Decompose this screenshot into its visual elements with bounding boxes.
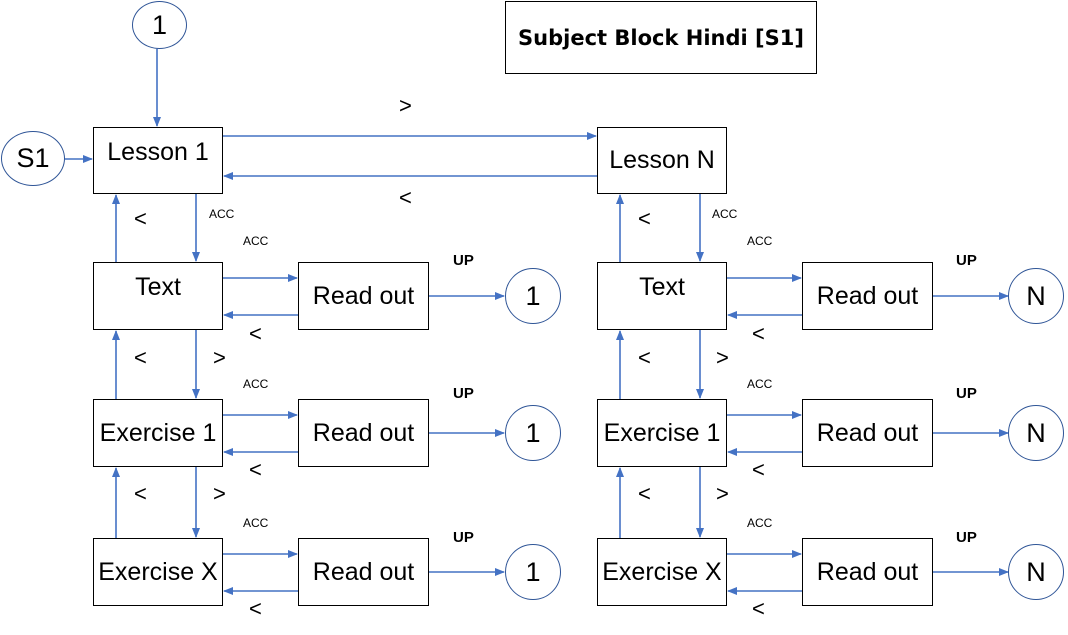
col1-exercise1-acc-label: ACC <box>243 377 269 391</box>
col1-exercise1-next-label: > <box>213 481 226 506</box>
col2-exercisex-box: Exercise X <box>597 538 727 606</box>
col2-text-up-label: UP <box>956 252 977 269</box>
col1-text-prev-label: < <box>134 345 147 370</box>
col2-exercise1-back-label: < <box>752 457 765 482</box>
lesson-prev-label: < <box>399 185 412 210</box>
col1-exercisex-readout-box: Read out <box>298 538 429 606</box>
col1-exercisex-box: Exercise X <box>93 538 223 606</box>
col1-text-connector: 1 <box>505 268 561 324</box>
col1-exercise1-up-label: UP <box>453 385 474 402</box>
col2-exercisex-back-label: < <box>752 596 765 621</box>
col1-exercise1-box: Exercise 1 <box>93 399 223 467</box>
col1-exercisex-up-label: UP <box>453 529 474 546</box>
col1-text-acc-label: ACC <box>243 234 269 248</box>
col1-exercise1-connector: 1 <box>505 405 561 461</box>
col2-text-next-label: > <box>716 345 729 370</box>
lesson-1-back-label: < <box>134 206 147 231</box>
col2-exercise1-acc-label: ACC <box>747 377 773 391</box>
diagram-title: Subject Block Hindi [S1] <box>505 1 817 74</box>
col2-exercisex-acc-label: ACC <box>747 516 773 530</box>
col1-exercisex-acc-label: ACC <box>243 516 269 530</box>
col2-exercise1-up-label: UP <box>956 385 977 402</box>
col2-exercisex-readout-box: Read out <box>802 538 933 606</box>
col2-exercise1-prev-label: < <box>638 481 651 506</box>
col2-text-readout-box: Read out <box>802 262 933 330</box>
col1-text-up-label: UP <box>453 252 474 269</box>
lesson-next-label: > <box>399 93 412 118</box>
col1-exercise1-prev-label: < <box>134 481 147 506</box>
col2-text-box: Text <box>597 262 727 330</box>
col2-exercisex-connector: N <box>1008 544 1064 600</box>
col1-exercisex-connector: 1 <box>505 544 561 600</box>
top-connector-circle: 1 <box>132 1 187 49</box>
col2-exercisex-up-label: UP <box>956 529 977 546</box>
col1-text-back-label: < <box>249 321 262 346</box>
entry-node-s1: S1 <box>1 131 65 186</box>
col2-exercise1-connector: N <box>1008 405 1064 461</box>
col1-text-box: Text <box>93 262 223 330</box>
col2-text-connector: N <box>1008 268 1064 324</box>
col2-exercise1-box: Exercise 1 <box>597 399 727 467</box>
lesson-n-back-label: < <box>638 206 651 231</box>
col2-text-acc-label: ACC <box>747 234 773 248</box>
lesson-n-box: Lesson N <box>597 127 727 194</box>
col1-text-readout-box: Read out <box>298 262 429 330</box>
col2-text-back-label: < <box>752 321 765 346</box>
col1-exercise1-back-label: < <box>249 457 262 482</box>
col1-exercise1-readout-box: Read out <box>298 399 429 467</box>
lesson-n-acc-label: ACC <box>712 207 738 221</box>
lesson-1-acc-label: ACC <box>209 207 235 221</box>
col2-text-prev-label: < <box>638 345 651 370</box>
col1-exercisex-back-label: < <box>249 596 262 621</box>
col2-exercise1-readout-box: Read out <box>802 399 933 467</box>
lesson-1-box: Lesson 1 <box>93 127 223 194</box>
col2-exercise1-next-label: > <box>716 481 729 506</box>
col1-text-next-label: > <box>213 345 226 370</box>
